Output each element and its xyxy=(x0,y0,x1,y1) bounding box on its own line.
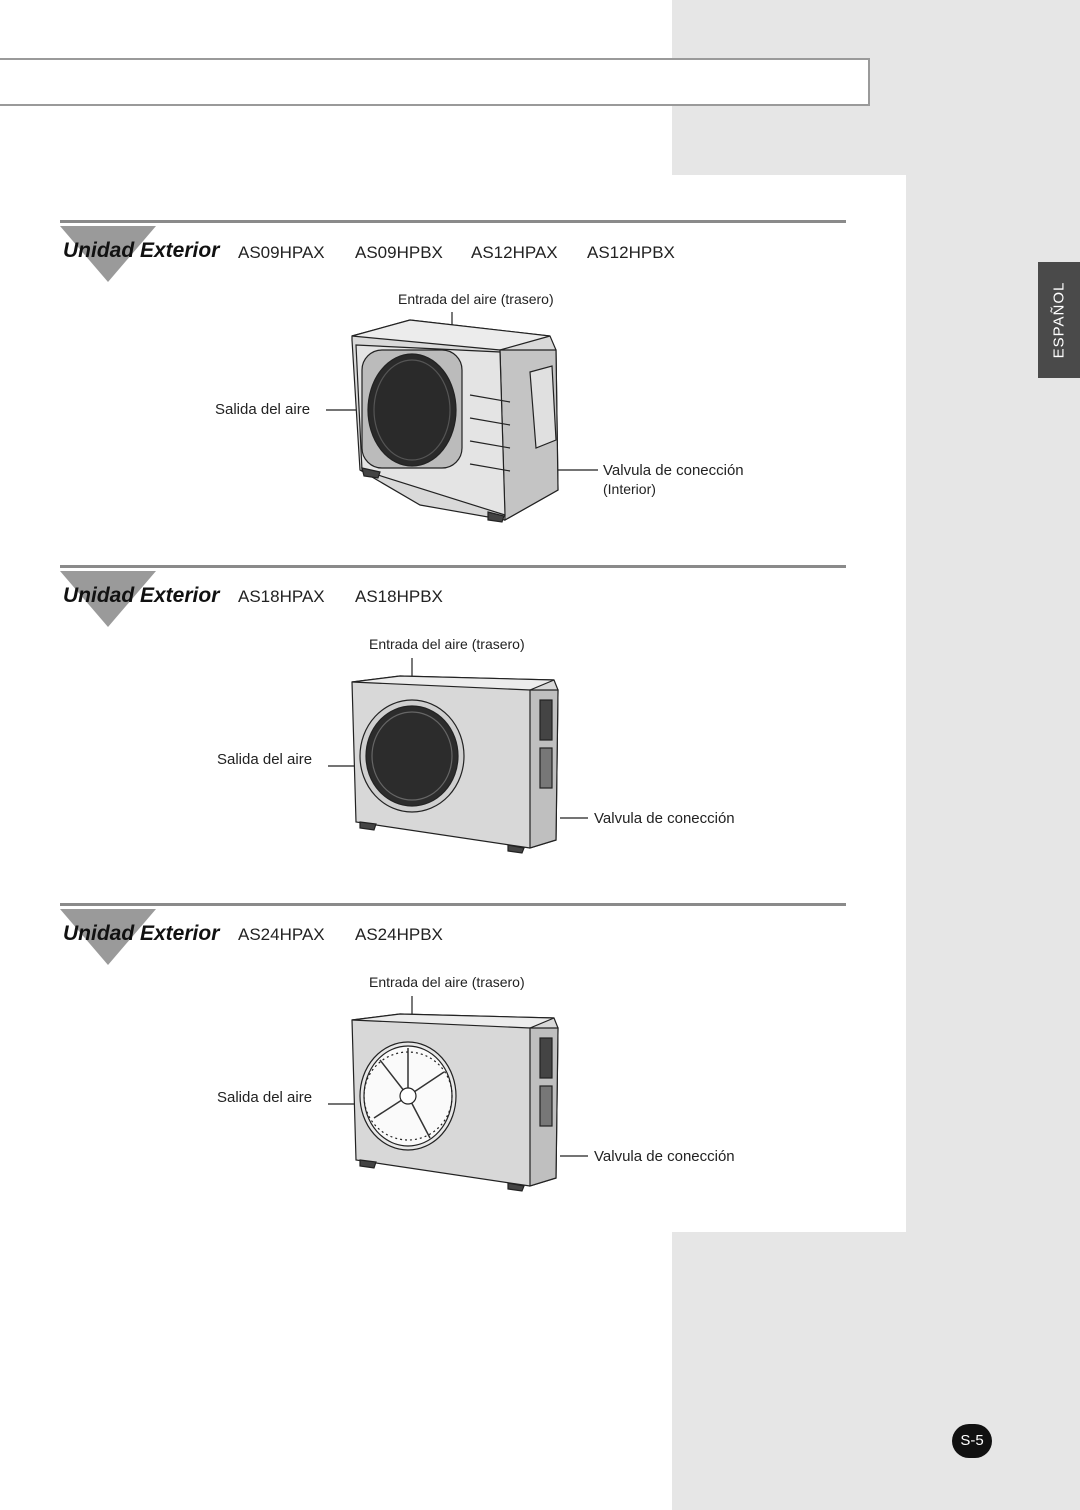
section-title: Unidad Exterior xyxy=(63,239,220,262)
air-outlet-label: Salida del aire xyxy=(215,401,311,418)
model-code: AS09HPAX xyxy=(238,243,325,262)
section-divider xyxy=(60,903,846,906)
section-marker xyxy=(60,909,156,965)
section-marker xyxy=(60,571,156,627)
air-intake-label: Entrada del aire (trasero) xyxy=(369,636,525,652)
outdoor-unit-illustration-1 xyxy=(326,312,598,523)
valve-label: Valvula de conección xyxy=(603,462,744,479)
outdoor-unit-illustration-2 xyxy=(328,658,588,854)
language-tab[interactable]: ESPAÑOL xyxy=(1038,262,1080,378)
outdoor-unit-illustration-3 xyxy=(328,996,588,1192)
model-code: AS12HPBX xyxy=(587,243,675,262)
section-divider xyxy=(60,220,846,223)
valve-note-label: (Interior) xyxy=(603,481,656,497)
valve-label: Valvula de conección xyxy=(594,810,735,827)
model-code: AS18HPAX xyxy=(238,587,325,606)
air-outlet-label: Salida del aire xyxy=(217,1089,313,1106)
model-code: AS12HPAX xyxy=(471,243,558,262)
page-number: S-5 xyxy=(952,1424,992,1458)
model-code: AS09HPBX xyxy=(355,243,443,262)
gray-panel-bottom xyxy=(672,1232,1080,1510)
air-intake-label: Entrada del aire (trasero) xyxy=(398,291,554,307)
valve-label: Valvula de conección xyxy=(594,1148,735,1165)
air-intake-label: Entrada del aire (trasero) xyxy=(369,974,525,990)
section-marker xyxy=(60,226,156,282)
section-title: Unidad Exterior xyxy=(63,922,220,945)
model-code: AS24HPAX xyxy=(238,925,325,944)
air-outlet-label: Salida del aire xyxy=(217,751,313,768)
model-code: AS24HPBX xyxy=(355,925,443,944)
model-code: AS18HPBX xyxy=(355,587,443,606)
header-box xyxy=(0,58,870,106)
section-divider xyxy=(60,565,846,568)
section-title: Unidad Exterior xyxy=(63,584,220,607)
